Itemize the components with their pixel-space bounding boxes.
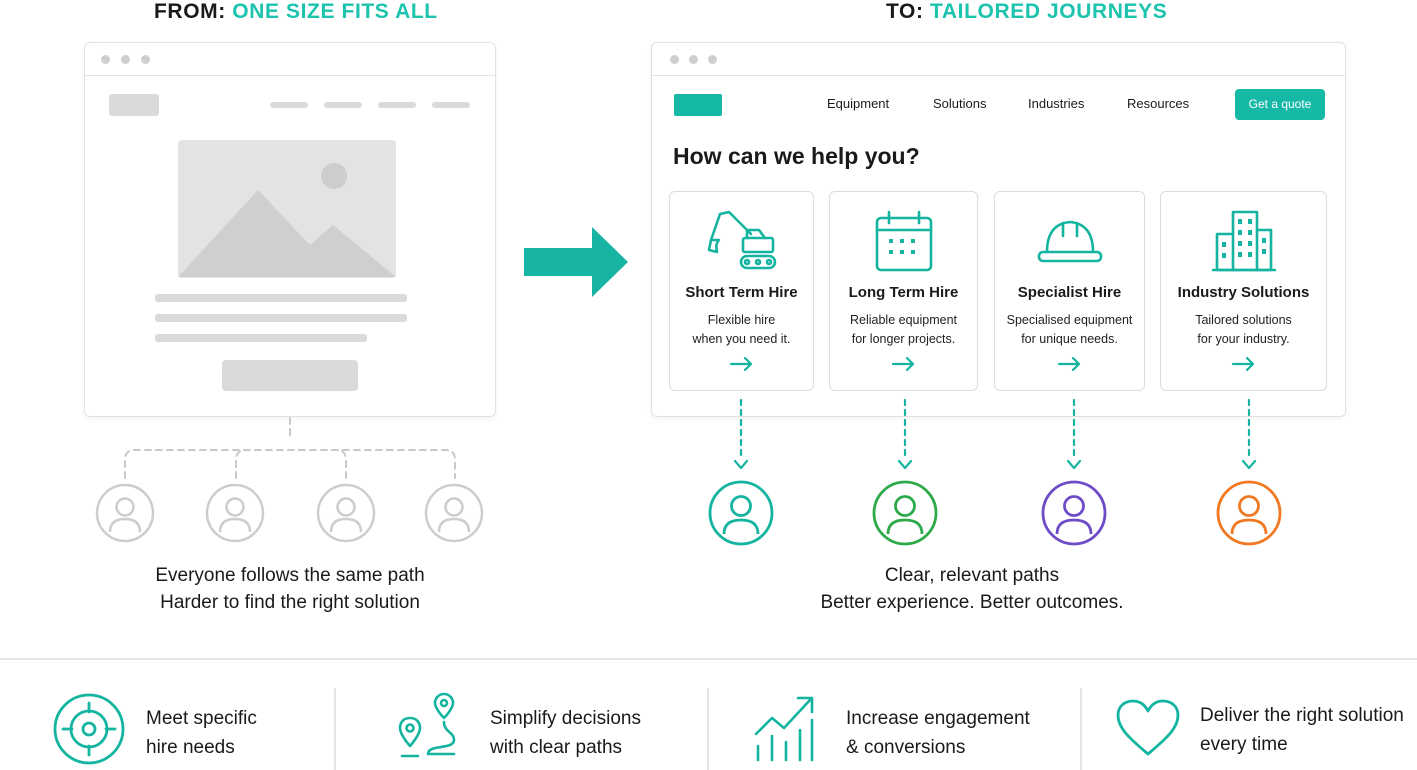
card-specialist-hire[interactable]: Specialist Hire Specialised equipment fo… — [994, 191, 1145, 391]
benefit-line: every time — [1200, 734, 1288, 755]
browser-title-bar — [652, 43, 1345, 76]
to-accent: TAILORED JOURNEYS — [930, 0, 1168, 23]
text-placeholder — [155, 334, 367, 342]
card-desc-line: Reliable equipment — [849, 313, 957, 327]
user-icon — [1041, 480, 1107, 546]
card-title: Long Term Hire — [848, 284, 959, 301]
benefit-engagement: Increase engagement & conversions — [846, 704, 1030, 762]
route-pins-icon — [398, 692, 456, 758]
window-dot — [708, 55, 717, 64]
nav-solutions[interactable]: Solutions — [933, 96, 987, 111]
user-icon — [95, 483, 155, 543]
card-industry-solutions[interactable]: Industry Solutions Tailored solutions fo… — [1160, 191, 1327, 391]
benefit-line: Increase engagement — [846, 708, 1030, 729]
user-icon — [708, 480, 774, 546]
excavator-icon — [707, 210, 776, 270]
section-divider — [0, 658, 1417, 660]
text-placeholder — [155, 314, 407, 322]
arrow-right-icon[interactable] — [1057, 356, 1083, 372]
card-description: Specialised equipment for unique needs. — [995, 311, 1144, 349]
benefit-simplify: Simplify decisions with clear paths — [490, 704, 641, 762]
from-accent: ONE SIZE FITS ALL — [232, 0, 438, 23]
transition-arrow-icon — [524, 227, 628, 297]
card-title: Specialist Hire — [1017, 284, 1122, 301]
benefit-deliver: Deliver the right solution every time — [1200, 701, 1404, 759]
image-placeholder-icon — [178, 140, 396, 278]
benefit-line: & conversions — [846, 737, 966, 758]
new-site-caption: Clear, relevant paths Better experience.… — [772, 562, 1172, 616]
user-icon — [424, 483, 484, 543]
benefit-line: Simplify decisions — [490, 708, 641, 729]
card-short-term-hire[interactable]: Short Term Hire Flexible hire when you n… — [669, 191, 814, 391]
logo-placeholder — [109, 94, 159, 116]
nav-placeholder — [270, 102, 308, 108]
benefit-separator — [707, 688, 709, 770]
card-desc-line: for unique needs. — [1021, 332, 1118, 346]
nav-placeholder — [432, 102, 470, 108]
browser-title-bar — [85, 43, 495, 76]
benefit-separator — [334, 688, 336, 770]
to-label: TO: — [886, 0, 924, 23]
card-desc-line: Flexible hire — [707, 313, 776, 327]
card-title: Industry Solutions — [1177, 284, 1310, 301]
from-label: FROM: — [154, 0, 226, 23]
growth-chart-icon — [754, 696, 814, 762]
calendar-icon — [875, 210, 932, 272]
window-dot — [689, 55, 698, 64]
caption-line: Everyone follows the same path — [155, 565, 425, 586]
nav-placeholder — [324, 102, 362, 108]
window-dot — [121, 55, 130, 64]
button-placeholder — [222, 360, 358, 391]
old-site-caption: Everyone follows the same path Harder to… — [90, 562, 490, 616]
card-description: Flexible hire when you need it. — [670, 311, 813, 349]
nav-resources[interactable]: Resources — [1127, 96, 1190, 111]
benefit-line: with clear paths — [490, 737, 623, 758]
benefit-meet-needs: Meet specific hire needs — [146, 704, 257, 762]
from-heading: FROM: ONE SIZE FITS ALL — [154, 0, 438, 24]
card-title: Short Term Hire — [685, 284, 798, 301]
nav-equipment[interactable]: Equipment — [827, 96, 890, 111]
hard-hat-icon — [1037, 220, 1102, 263]
arrow-right-icon[interactable] — [1231, 356, 1257, 372]
window-dot — [141, 55, 150, 64]
benefit-separator — [1080, 688, 1082, 770]
window-dot — [670, 55, 679, 64]
user-icon — [1216, 480, 1282, 546]
caption-line: Better experience. Better outcomes. — [820, 592, 1124, 613]
page-title: How can we help you? — [673, 143, 920, 169]
arrow-right-icon[interactable] — [729, 356, 755, 372]
card-desc-line: when you need it. — [692, 332, 791, 346]
card-desc-line: Tailored solutions — [1195, 313, 1292, 327]
text-placeholder — [155, 294, 407, 302]
card-desc-line: for longer projects. — [851, 332, 956, 346]
heart-icon — [1116, 699, 1180, 756]
arrow-right-icon[interactable] — [891, 356, 917, 372]
to-heading: TO: TAILORED JOURNEYS — [886, 0, 1167, 24]
buildings-icon — [1211, 210, 1276, 272]
target-icon — [53, 693, 125, 765]
site-logo[interactable] — [674, 94, 722, 116]
user-icon — [316, 483, 376, 543]
window-dot — [101, 55, 110, 64]
user-icon — [205, 483, 265, 543]
caption-line: Harder to find the right solution — [160, 592, 420, 613]
card-desc-line: Specialised equipment — [1006, 313, 1133, 327]
caption-line: Clear, relevant paths — [884, 565, 1060, 586]
card-desc-line: for your industry. — [1197, 332, 1290, 346]
user-icon — [872, 480, 938, 546]
benefit-line: Deliver the right solution — [1200, 705, 1404, 726]
card-long-term-hire[interactable]: Long Term Hire Reliable equipment for lo… — [829, 191, 978, 391]
get-quote-button[interactable]: Get a quote — [1235, 89, 1325, 120]
nav-placeholder — [378, 102, 416, 108]
card-description: Reliable equipment for longer projects. — [830, 311, 977, 349]
benefit-line: hire needs — [146, 737, 235, 758]
benefit-line: Meet specific — [146, 708, 257, 729]
card-description: Tailored solutions for your industry. — [1161, 311, 1326, 349]
nav-industries[interactable]: Industries — [1028, 96, 1085, 111]
